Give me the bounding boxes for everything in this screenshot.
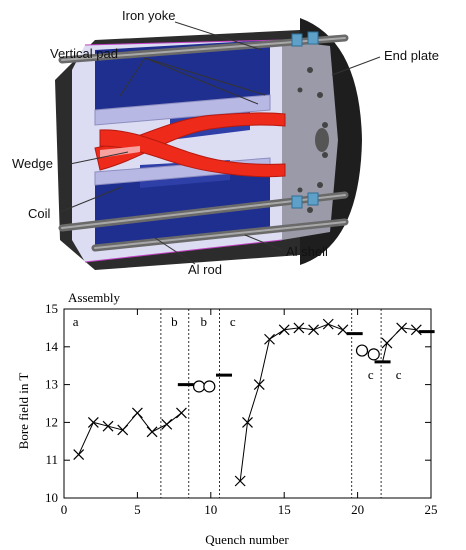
- wedge: [100, 146, 140, 158]
- label-end-plate: End plate: [384, 48, 439, 63]
- data-point-x: [242, 416, 253, 428]
- series-line-c1: [239, 323, 344, 482]
- data-point-x: [102, 420, 114, 432]
- data-point-circle: [355, 344, 369, 357]
- label-wedge: Wedge: [12, 156, 53, 171]
- label-coil: Coil: [28, 206, 51, 221]
- y-tick-label: 10: [45, 490, 58, 505]
- magnet-schematic: Iron yoke Vertical pad End plate Wedge C…: [12, 8, 439, 277]
- y-tick-label: 13: [45, 377, 58, 392]
- data-point-x: [73, 449, 85, 460]
- x-tick-label: 0: [61, 502, 68, 517]
- y-tick-label: 15: [45, 301, 58, 316]
- label-al-shell: Al shell: [286, 244, 328, 259]
- coil: [94, 112, 286, 178]
- x-tick-label: 5: [134, 502, 141, 517]
- plot-frame: [63, 308, 432, 499]
- data-point-circle: [367, 348, 380, 361]
- x-axis-label: Quench number: [205, 532, 289, 547]
- x-tick-label: 15: [278, 502, 291, 517]
- data-point-x: [293, 322, 305, 334]
- region-label: b: [201, 314, 208, 329]
- series-line-c2: [382, 327, 417, 363]
- data-point-x: [87, 416, 99, 428]
- data-point-x: [253, 379, 265, 391]
- x-tick-label: 20: [351, 502, 364, 517]
- data-point-x: [131, 407, 143, 419]
- label-al-rod: Al rod: [188, 262, 222, 277]
- data-point-x: [234, 475, 246, 487]
- data-point-x: [117, 424, 129, 436]
- data-point-x: [322, 318, 334, 330]
- data-point-x: [146, 426, 158, 438]
- data-point-x: [161, 418, 173, 430]
- end-plate-holes: [297, 67, 329, 213]
- data-point-x: [278, 324, 290, 336]
- series-line-a: [78, 412, 182, 455]
- al-rods: [58, 34, 349, 252]
- region-label: a: [73, 314, 79, 329]
- region-label: c: [230, 314, 236, 329]
- leader-lines: [59, 21, 381, 265]
- end-plate: [278, 40, 338, 240]
- y-tick-label: 12: [45, 414, 58, 429]
- data-point-x: [308, 324, 319, 336]
- quench-chart: Assembly 0 5 10 15 20 25 10 11 12 13 14 15 a b b c c c Qu…: [16, 290, 438, 547]
- y-tick-label: 11: [45, 452, 58, 467]
- rod-nuts: [291, 31, 319, 209]
- data-point-x: [176, 407, 187, 419]
- label-iron-yoke: Iron yoke: [122, 8, 175, 23]
- y-axis-label: Bore field in T: [16, 373, 31, 450]
- chart-title: Assembly: [68, 290, 121, 305]
- data-point-x: [264, 333, 275, 345]
- x-tick-label: 10: [204, 502, 217, 517]
- region-label: c: [368, 367, 374, 382]
- data-point-x: [396, 322, 408, 334]
- data-point-circle: [203, 380, 216, 393]
- region-label: c: [396, 367, 402, 382]
- label-vertical-pad: Vertical pad: [50, 46, 118, 61]
- data-point-x: [337, 324, 349, 336]
- shell-outline: [84, 39, 283, 263]
- data-point-x: [381, 337, 393, 349]
- x-tick-label: 25: [425, 502, 438, 517]
- chart-plot-area: 0 5 10 15 20 25 10 11 12 13 14 15 a b b c c c: [45, 301, 438, 517]
- data-point-circle: [192, 380, 206, 393]
- y-tick-label: 14: [45, 339, 59, 354]
- region-label: b: [171, 314, 178, 329]
